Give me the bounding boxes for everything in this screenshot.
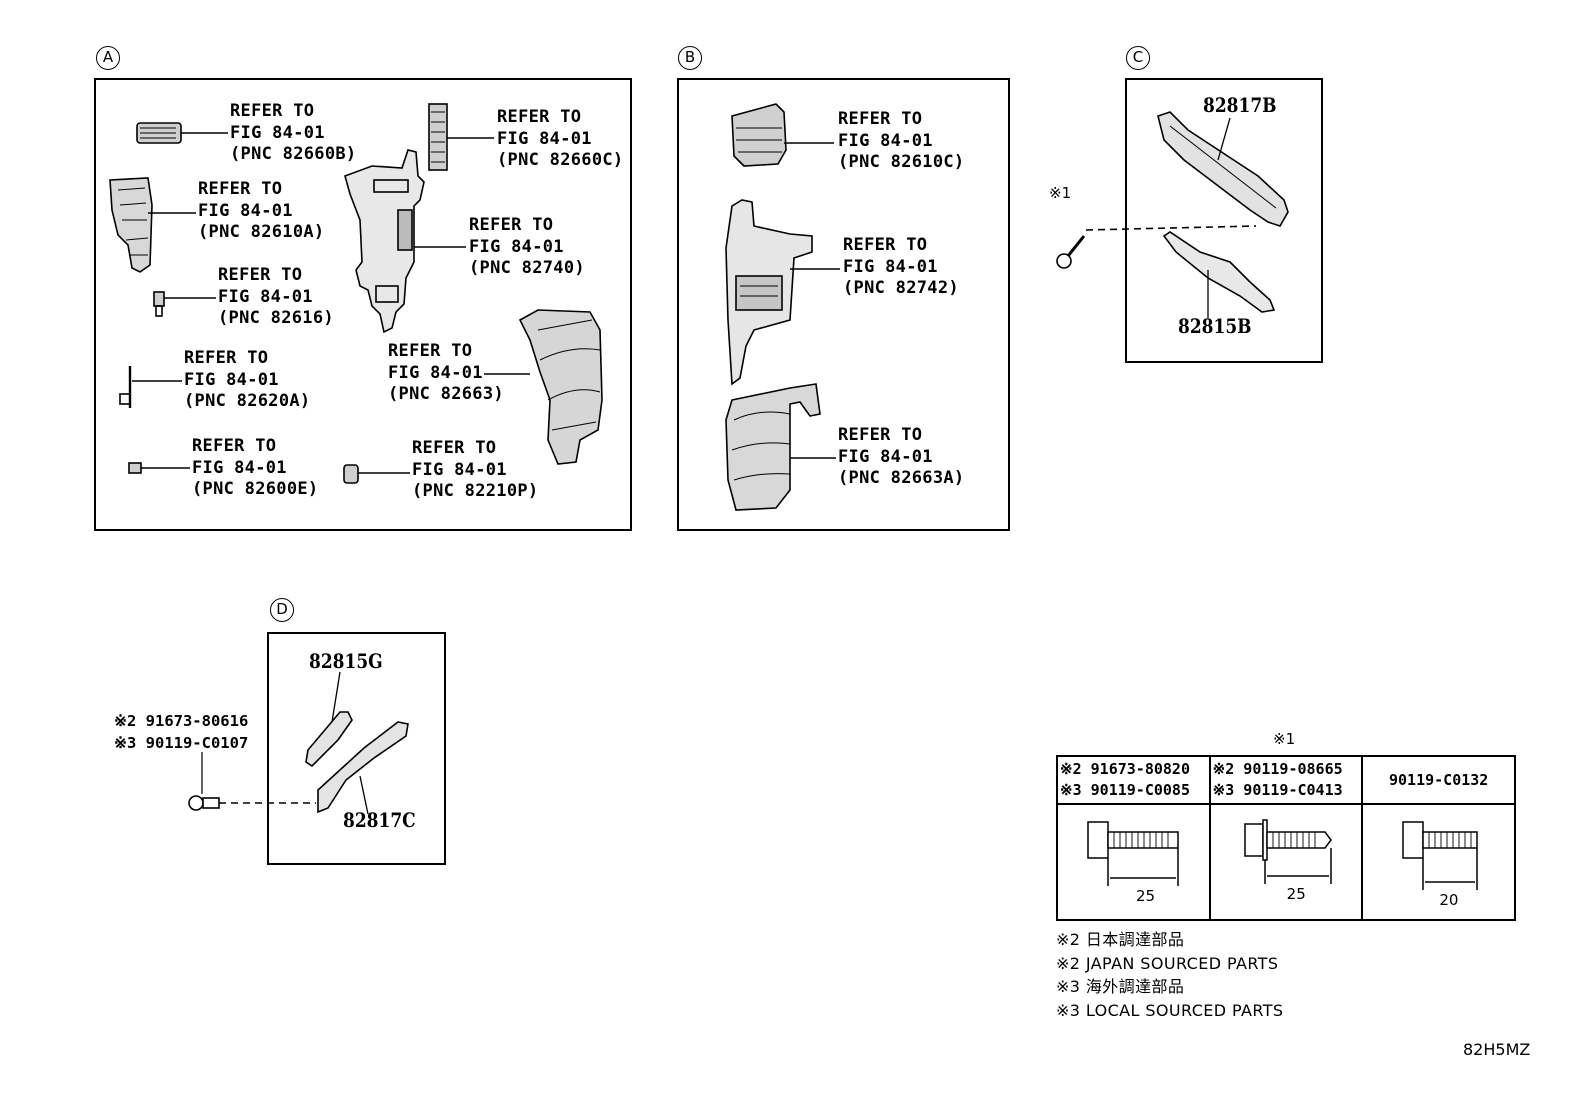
bolt-d-part [188, 752, 316, 811]
bolt-col-3-line1: 90119-C0132 [1388, 770, 1489, 789]
part-number-82817b: 82817B [1203, 93, 1277, 117]
bolt-note-mark-c: ※1 [1049, 184, 1072, 202]
legend-line-1: ※2 日本調達部品 [1056, 930, 1185, 949]
switch-82660b-part [136, 122, 228, 144]
part-number-82817c: 82817C [343, 808, 416, 832]
cap-82210p-part [343, 464, 410, 484]
bolt-col-2-line1: ※2 90119-08665 [1212, 760, 1343, 778]
bolt-col-1-drawing: 25 [1056, 803, 1211, 921]
clip-82600e-part [128, 462, 190, 474]
cover-82663-part [484, 309, 603, 465]
legend-line-2: ※2 JAPAN SOURCED PARTS [1056, 953, 1279, 973]
legend-line-4: ※3 LOCAL SOURCED PARTS [1056, 1000, 1284, 1020]
panel-c [1125, 78, 1323, 363]
part-number-82815b: 82815B [1178, 314, 1252, 338]
bolt-2-head [1243, 823, 1264, 857]
bolt-2-length: 25 [1286, 885, 1306, 903]
bolt-col-2-drawing: 25 [1208, 803, 1364, 921]
bracket-82815b-part [1162, 231, 1276, 318]
bolt-col-1-header: ※2 91673-80820 ※3 90119-C0085 [1056, 755, 1211, 805]
bolt-1-length: 25 [1136, 887, 1156, 905]
bracket-82817b-part [1157, 111, 1289, 227]
bracket-82817c-part [317, 721, 409, 815]
bolt-3-head [1402, 821, 1425, 859]
sourcing-legend: ※2 日本調達部品 ※2 JAPAN SOURCED PARTS ※3 海外調達… [1056, 928, 1283, 1022]
section-label-a: A [96, 46, 120, 70]
panel-a [94, 78, 632, 531]
cover-82663a-part [725, 383, 836, 511]
relay-82660c-part [428, 103, 494, 171]
figure-code: 82H5MZ [1463, 1040, 1531, 1059]
bolt-label-d: ※2 91673-80616※3 90119-C0107 [114, 712, 249, 752]
rod-82620a-part [119, 366, 182, 408]
bolt-col-1-line2: ※3 90119-C0085 [1060, 781, 1190, 799]
bolt-3-length: 20 [1439, 891, 1459, 909]
legend-line-3: ※3 海外調達部品 [1056, 977, 1185, 996]
bracket-82610a-part [109, 177, 196, 273]
bolt-3-shank [1422, 831, 1479, 849]
bolt-table: ※2 91673-80820 ※3 90119-C0085 ※2 90119-0… [1056, 755, 1516, 921]
bolt-col-3-header: 90119-C0132 [1361, 755, 1516, 805]
section-label-c: C [1126, 46, 1150, 70]
junction-block-82742-part [725, 199, 840, 386]
bolt-1-head [1087, 821, 1109, 859]
part-number-82815g: 82815G [309, 649, 383, 673]
panel-d [267, 632, 446, 865]
bracket-82815g-part [305, 671, 353, 768]
section-label-b: B [678, 46, 702, 70]
pin-82616-part [153, 291, 216, 317]
bolt-col-2-header: ※2 90119-08665 ※3 90119-C0413 [1208, 755, 1364, 805]
bolt-1-shank [1107, 831, 1179, 849]
relay-block-82610c-part [731, 103, 834, 167]
bolt-2-shank [1265, 831, 1332, 849]
bolt-c-part [1056, 225, 1257, 269]
bolt-col-3-drawing: 20 [1361, 803, 1516, 921]
junction-block-82740-part [344, 149, 466, 334]
bolt-col-1-line1: ※2 91673-80820 [1060, 760, 1190, 778]
bolt-table-title: ※1 [1273, 730, 1296, 748]
section-label-d: D [270, 598, 294, 622]
bolt-col-2-line2: ※3 90119-C0413 [1212, 781, 1343, 799]
